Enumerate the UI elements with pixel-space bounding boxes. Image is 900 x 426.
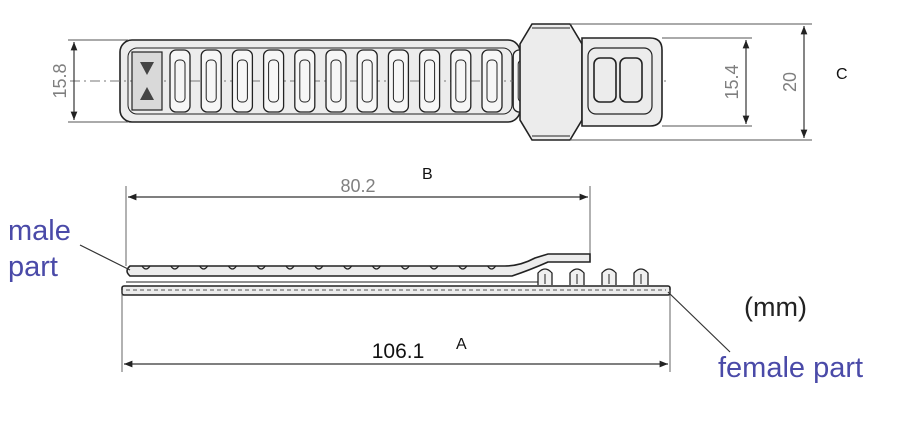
logo-mark-icon [140, 62, 154, 100]
slot-inner [424, 59, 436, 103]
slot [450, 49, 472, 113]
dim-left-height: 15.8 [50, 63, 70, 98]
slot-inner [330, 59, 342, 103]
unit-label: (mm) [744, 292, 807, 322]
slot [169, 49, 191, 113]
slot-row [169, 49, 534, 113]
slot [418, 49, 441, 113]
slot-inner [236, 59, 248, 103]
view-letter-b: B [422, 166, 433, 183]
female-label: female part [718, 352, 863, 384]
bump [285, 265, 295, 270]
female-pin-row [537, 268, 649, 285]
slot [231, 49, 254, 113]
bump [458, 265, 468, 270]
view-letter-c: C [836, 66, 848, 83]
slot [200, 49, 222, 113]
slot-inner [205, 59, 217, 103]
slot-inner [299, 59, 311, 103]
bump [199, 265, 209, 270]
bump [314, 265, 324, 270]
slot [294, 49, 316, 113]
view-letter-a: A [456, 336, 467, 353]
dim-total-length: 106.1 [372, 340, 425, 363]
dim-right-inner-height: 15.4 [722, 64, 742, 99]
slot-inner [392, 59, 404, 103]
male-label-line1: male [8, 215, 71, 247]
bump [256, 265, 266, 270]
joint-block [519, 23, 583, 141]
male-leader-line [79, 244, 131, 271]
top-view: 15.8 15.4 20 C [50, 23, 848, 141]
slot [481, 49, 503, 113]
slot-inner [486, 59, 498, 103]
female-slot-left [593, 57, 617, 103]
bump [487, 265, 497, 270]
female-head [581, 37, 663, 127]
logo-block [131, 51, 163, 111]
slot-inner [361, 59, 373, 103]
female-slot-right [619, 57, 643, 103]
bump [170, 265, 180, 270]
bump [371, 265, 381, 270]
slot [262, 49, 285, 113]
slot [325, 49, 347, 113]
slot-inner [174, 59, 186, 103]
male-label-line2: part [8, 251, 58, 283]
side-view: B 80.2 106.1 A male part female part (mm… [8, 166, 863, 384]
dim-upper-length: 80.2 [340, 176, 375, 196]
male-part-side [126, 253, 591, 277]
bump [400, 265, 410, 270]
slot-inner [268, 59, 280, 103]
bump [429, 265, 439, 270]
slot [387, 49, 410, 113]
female-head-inner [587, 47, 653, 115]
bump [141, 265, 151, 270]
male-bump-row [141, 265, 497, 270]
bump [343, 265, 353, 270]
female-leader-line [667, 291, 731, 353]
dim-right-outer-height: 20 [780, 72, 800, 92]
slot [356, 49, 378, 113]
bump [227, 265, 237, 270]
slot-inner [455, 59, 467, 103]
